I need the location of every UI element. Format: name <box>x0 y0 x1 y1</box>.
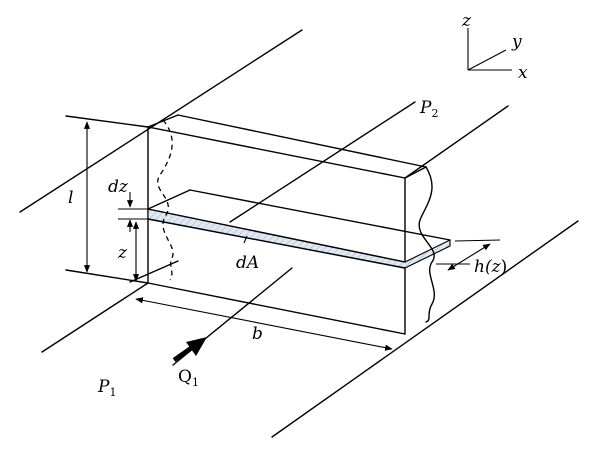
dimension-z: z <box>117 221 140 282</box>
h-label-var: z <box>491 257 502 277</box>
dA-leader <box>243 235 248 244</box>
h-label-close: ) <box>501 257 508 277</box>
p2-label-main: P <box>419 98 432 118</box>
plane-p2 <box>19 29 509 223</box>
dimension-l: l <box>68 121 91 273</box>
box-top-front-edge <box>147 126 406 179</box>
dimension-b: b <box>135 297 393 351</box>
h-arrow <box>447 243 491 271</box>
p2-label-sub: 2 <box>431 107 438 120</box>
box-top-left-ext <box>65 115 149 128</box>
aperture-profile-left <box>157 119 174 281</box>
b-arrow <box>135 297 393 351</box>
dimension-dz: dz <box>108 177 148 232</box>
z-axis-label: z <box>461 11 472 31</box>
h-label-open: h( <box>474 257 492 277</box>
h-label: h(z) <box>474 257 507 277</box>
dz-label: dz <box>108 177 129 197</box>
h-ext-top <box>454 239 501 242</box>
layer-outline <box>147 189 451 241</box>
dA-label: dA <box>236 253 259 273</box>
z-label: z <box>117 243 128 263</box>
axes-indicator: z y x <box>461 11 528 83</box>
l-label: l <box>68 188 73 208</box>
box-top-right-side <box>404 166 427 179</box>
layer-back-edge <box>189 189 451 241</box>
dA-annotation: dA <box>236 235 259 273</box>
p1-label-sub: 1 <box>109 386 116 399</box>
y-axis-line <box>467 49 507 71</box>
p2-label: P2 <box>419 98 438 120</box>
plane-p1-right-edge <box>271 220 579 438</box>
strip-bottom-edge <box>147 218 406 269</box>
x-axis-label: x <box>518 63 528 83</box>
b-label: b <box>252 324 263 344</box>
flow-q1: Q1 <box>172 337 207 389</box>
q1-label: Q1 <box>178 367 199 389</box>
plane-p2-left-edge <box>19 29 303 213</box>
plane-p1-left-edge <box>41 282 149 353</box>
y-axis-label: y <box>511 32 522 52</box>
strip-top-edge <box>147 208 406 263</box>
p1-label: P1 <box>97 377 116 399</box>
q1-label-sub: 1 <box>192 376 199 389</box>
p1-label-main: P <box>97 377 110 397</box>
q1-arrow-head <box>186 337 207 356</box>
box-top-back-edge <box>177 114 427 168</box>
aperture-profile-right <box>418 166 435 323</box>
dimension-h: h(z) <box>436 239 507 277</box>
q1-label-main: Q <box>178 367 192 387</box>
layer-left-side <box>147 189 191 210</box>
